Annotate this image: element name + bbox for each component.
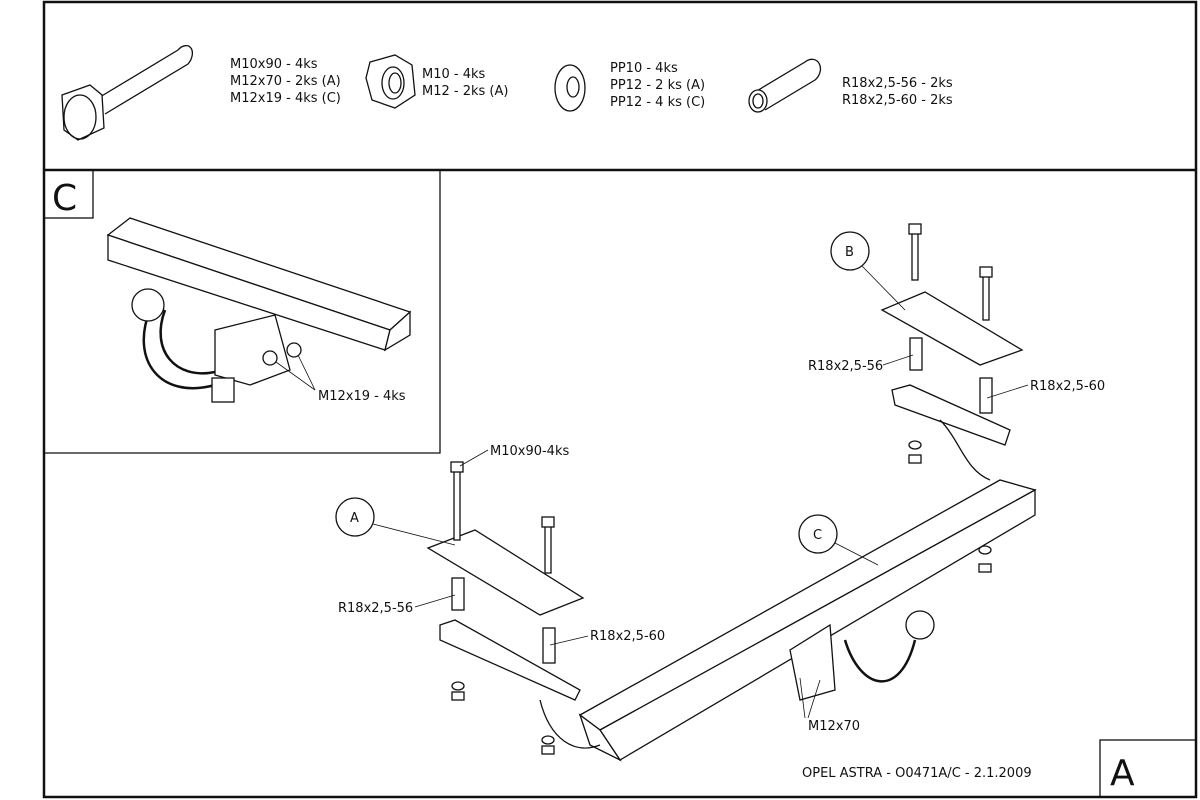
spacer-a56-label: R18x2,5-56 <box>338 601 413 616</box>
plate-a <box>426 529 585 616</box>
spacer-a60 <box>542 627 556 664</box>
sheet-letter: A <box>1110 753 1135 794</box>
spacer-a56 <box>451 577 465 611</box>
parts-list: M10x90 - 4ks M12x70 - 2ks (A) M12x19 - 4… <box>61 44 953 141</box>
spacer-spec: R18x2,5-56 - 2ks <box>842 76 953 91</box>
washer-spec: PP12 - 2 ks (A) <box>610 78 705 93</box>
drawing-title: OPEL ASTRA - O0471A/C - 2.1.2009 <box>802 766 1032 781</box>
bracket-a <box>439 619 581 701</box>
spacer-b60-label: R18x2,5-60 <box>1030 379 1105 394</box>
callout-c-letter: C <box>813 528 822 543</box>
bolt-spec: M12x19 - 4ks (C) <box>230 91 341 106</box>
bolt-spec: M12x70 - 2ks (A) <box>230 74 341 89</box>
towball <box>905 610 935 640</box>
washer-spec: PP10 - 4ks <box>610 61 678 76</box>
plate-b <box>880 291 1024 366</box>
nut-spec: M12 - 2ks (A) <box>422 84 508 99</box>
nut-icon <box>365 54 416 109</box>
detail-label-box <box>43 169 94 219</box>
drawing-frame <box>42 0 1198 799</box>
detail-letter: C <box>52 178 77 219</box>
sheet-letter-box <box>1099 739 1197 798</box>
callout-b <box>830 231 870 271</box>
spacer-spec: R18x2,5-60 - 2ks <box>842 93 953 108</box>
nut-washer-icons <box>451 440 992 755</box>
detail-bolt-label: M12x19 - 4ks <box>318 389 406 404</box>
spacer-b56-label: R18x2,5-56 <box>808 359 883 374</box>
callout-b-letter: B <box>845 245 854 260</box>
spacer-b60 <box>979 377 993 414</box>
callout-a <box>335 497 375 537</box>
washer-icon <box>554 64 586 112</box>
spacer-tube-icon <box>748 58 822 113</box>
bolt-icons <box>450 223 993 574</box>
main-assembly: M12x70 A B C M10x90-4ks R18x2,5-56 R18x2… <box>335 223 1105 762</box>
bolt-label: M10x90-4ks <box>490 444 569 459</box>
detail-view-c: C M12x19 - 4ks <box>43 169 441 454</box>
washer-spec: PP12 - 4 ks (C) <box>610 95 705 110</box>
callout-c <box>798 514 838 554</box>
spacer-b56 <box>909 337 923 371</box>
nut-spec: M10 - 4ks <box>422 67 486 82</box>
bolt-spec: M10x90 - 4ks <box>230 57 318 72</box>
bracket-bolt-label: M12x70 <box>808 719 860 734</box>
spacer-a60-label: R18x2,5-60 <box>590 629 665 644</box>
bracket-b <box>891 384 1011 446</box>
callout-a-letter: A <box>350 511 359 526</box>
bolt-icon <box>61 44 193 141</box>
